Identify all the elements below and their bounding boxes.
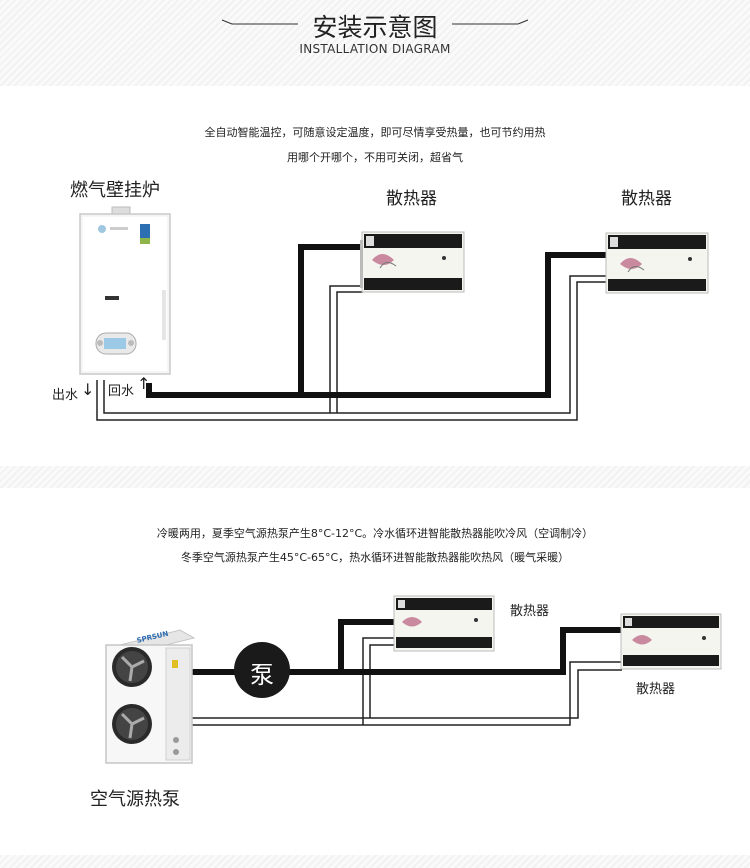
section1-description-line-2: 用哪个开哪个，不用可关闭，超省气: [287, 151, 463, 164]
air-source-heat-pump: [105, 629, 196, 764]
outlet-label: 出水: [52, 388, 79, 403]
heatpump-label: 空气源热泵: [90, 789, 180, 810]
return-label: 回水: [108, 384, 135, 399]
section2-thin-pipes: [190, 637, 622, 726]
gas-boiler: [79, 206, 171, 375]
section2-description-line-2: 冬季空气源热泵产生45°C-65°C，热水循环进智能散热器能吹热风（暖气采暖）: [180, 551, 570, 564]
boiler-label: 燃气壁挂炉: [70, 180, 160, 201]
radiator-unit-3: [393, 595, 495, 652]
header-band: [0, 0, 750, 86]
page-title: 安装示意图: [312, 13, 438, 42]
pump-label: 泵: [250, 661, 274, 689]
return-arrow-icon: ↑: [137, 374, 151, 393]
footer-band: [0, 855, 750, 868]
section1-description-line-1: 全自动智能温控，可随意设定温度，即可尽情享受热量，也可节约用热: [204, 126, 546, 139]
outlet-arrow-icon: ↓: [81, 380, 95, 399]
title-line-right-2: [517, 19, 529, 25]
radiator-unit-1: [360, 231, 465, 293]
section2-thick-pipes: [190, 619, 622, 675]
section-divider-band: [0, 466, 750, 488]
radiator-label-3: 散热器: [510, 604, 550, 619]
section1-thin-pipes: [96, 275, 607, 421]
title-line-left-2: [221, 19, 233, 25]
section1-thick-pipes: [146, 244, 607, 398]
radiator-label-1: 散热器: [386, 189, 437, 209]
radiator-unit-4: [620, 613, 722, 670]
pump-circle: [234, 642, 290, 698]
radiator-unit-2: [605, 232, 709, 294]
section2-description-line-1: 冷暖两用，夏季空气源热泵产生8°C-12°C。冷水循环进智能散热器能吹冷风（空调…: [156, 527, 594, 540]
radiator-label-2: 散热器: [621, 189, 672, 209]
radiator-label-4: 散热器: [636, 682, 676, 697]
page-subtitle: INSTALLATION DIAGRAM: [299, 42, 451, 56]
